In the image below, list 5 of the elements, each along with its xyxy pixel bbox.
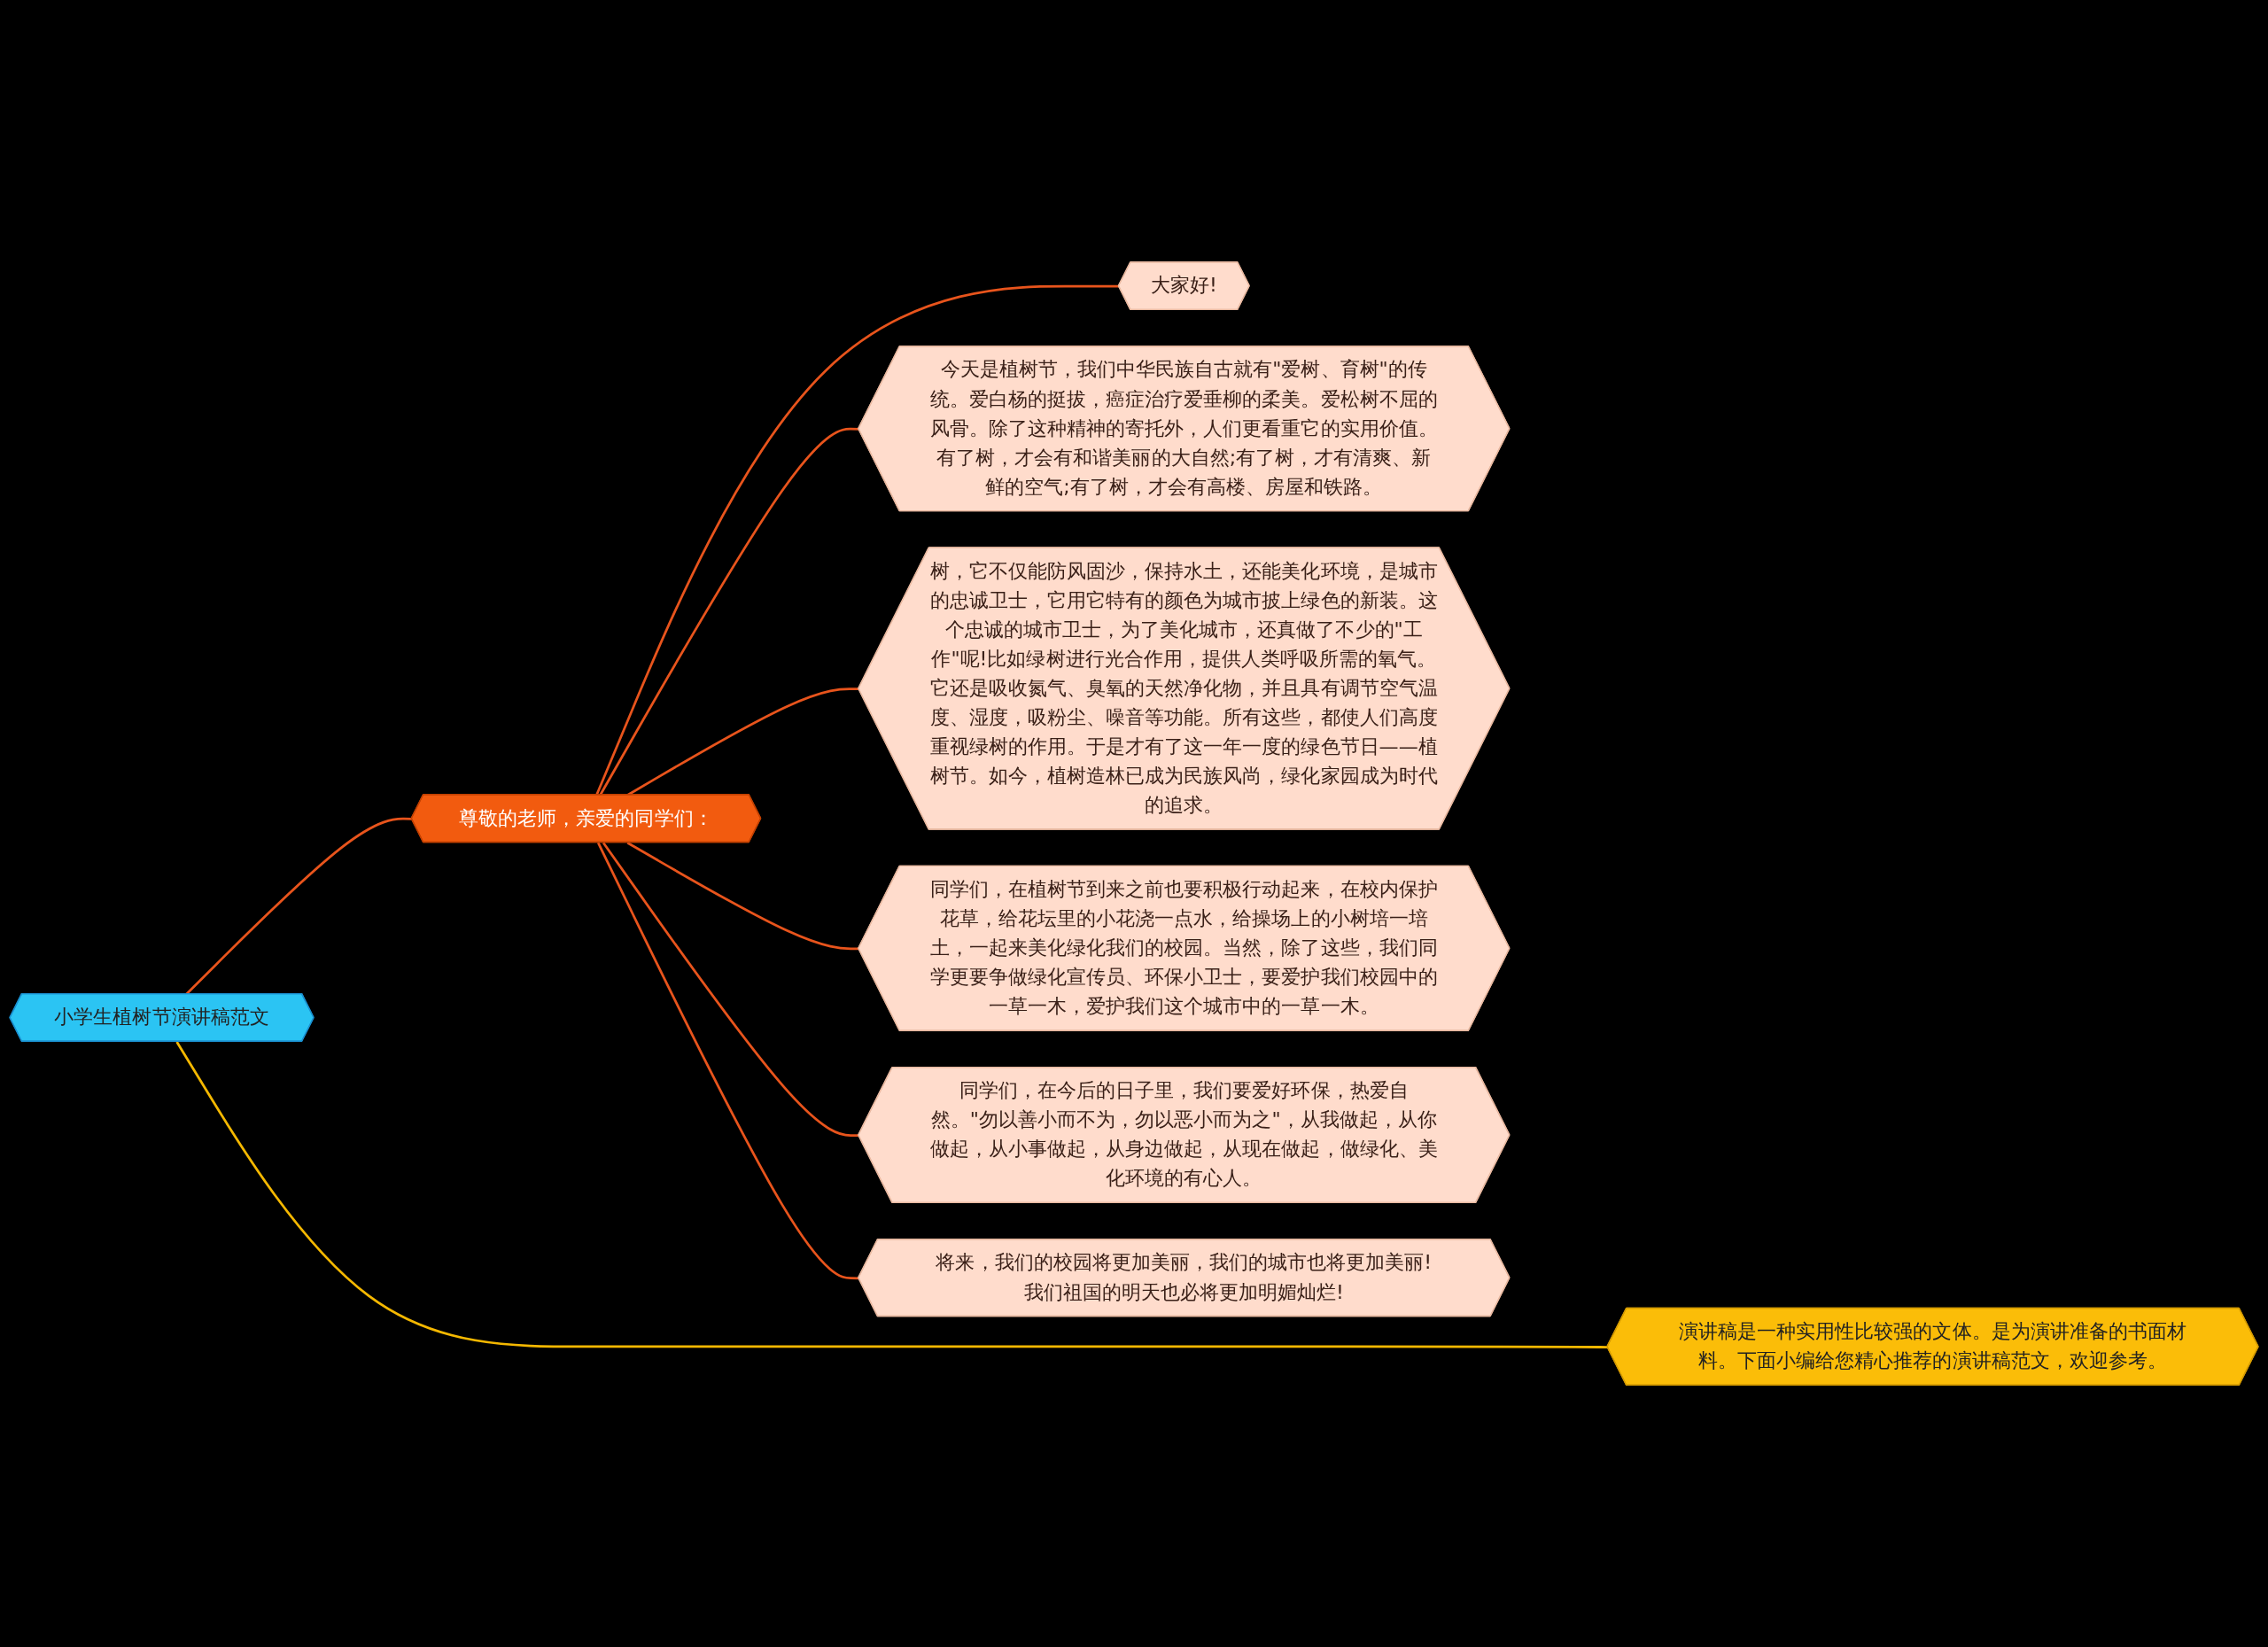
connector bbox=[596, 842, 859, 1280]
connector bbox=[175, 1041, 1608, 1348]
connector bbox=[602, 842, 859, 1138]
connector bbox=[595, 284, 1120, 796]
connector bbox=[626, 842, 859, 951]
